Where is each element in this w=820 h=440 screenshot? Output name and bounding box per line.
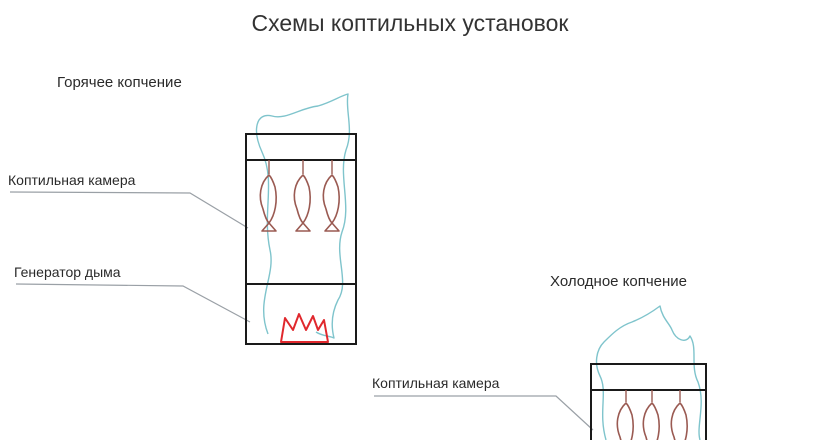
fish-icon [259,174,277,232]
fire-icon [280,313,329,343]
cold-chamber-box [590,363,707,440]
cold-hooks [625,390,681,402]
smoke-generator-label: Генератор дыма [14,264,121,280]
fish-icon [293,174,311,232]
hot-chamber-leader [9,191,249,229]
fish-icon [670,402,688,440]
hot-chamber-box [245,133,357,345]
fish-icon [642,402,660,440]
fish-icon [616,402,634,440]
cold-smoking-unit [590,305,707,440]
hot-hooks [268,160,333,174]
hot-smoking-heading: Горячее копчение [57,74,182,91]
cold-smoking-heading: Холодное копчение [550,273,688,290]
fish-icon [322,174,340,232]
smoke-plume [595,305,702,440]
generator-leader [15,283,251,323]
hot-smoking-unit [245,93,357,345]
hot-chamber-label: Коптильная камера [8,172,136,188]
cold-chamber-label: Коптильная камера [372,375,500,391]
smoke-plume [255,93,351,339]
leader-lines [9,191,594,431]
diagram-title: Схемы коптильных установок [251,10,569,36]
cold-chamber-leader [374,395,594,431]
